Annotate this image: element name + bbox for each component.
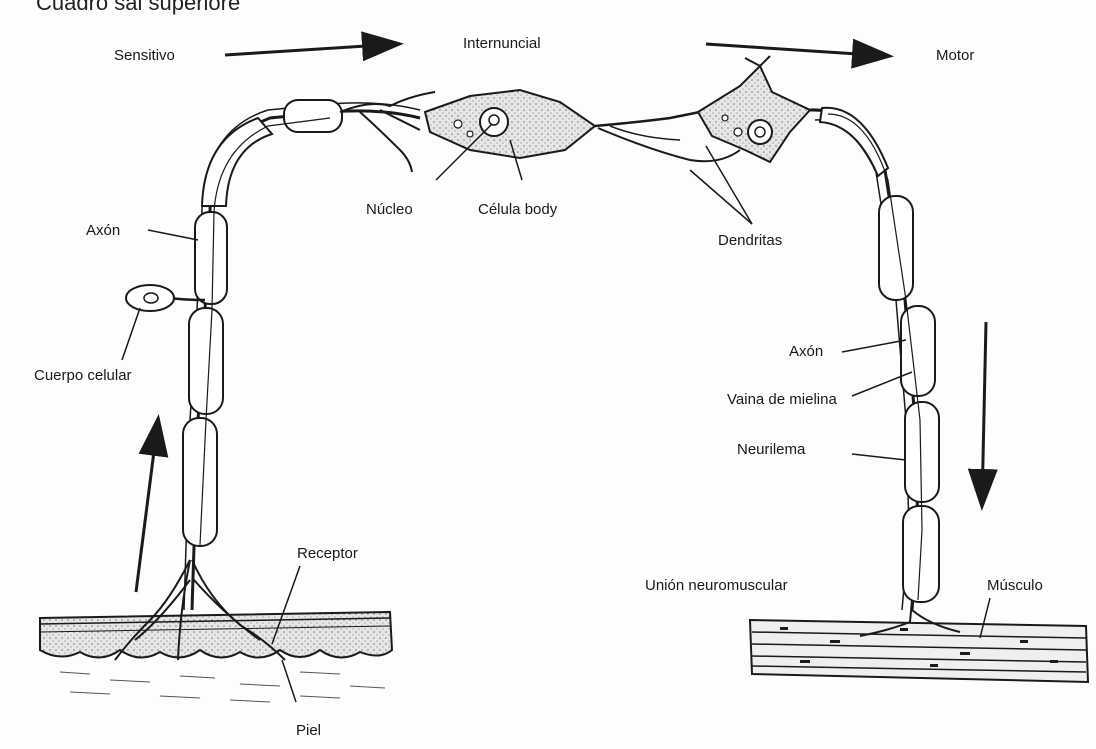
interneuron-cell: [425, 90, 740, 161]
label-vaina-de-mielina: Vaina de mielina: [727, 392, 837, 407]
label-neurilema: Neurilema: [737, 442, 805, 457]
label-sensitivo: Sensitivo: [114, 48, 175, 63]
skin-tissue: [40, 612, 392, 702]
label-receptor: Receptor: [297, 546, 358, 561]
label-dendritas: Dendritas: [718, 233, 782, 248]
arrow-up: [136, 420, 158, 592]
sensory-cell-body: [126, 285, 205, 311]
label-axon-left: Axón: [86, 223, 120, 238]
label-piel: Piel: [296, 723, 321, 738]
label-cuerpo-celular: Cuerpo celular: [34, 368, 132, 383]
arrow-motor: [706, 44, 888, 56]
motor-cell-body: [698, 56, 810, 162]
arrow-sensitivo: [225, 44, 398, 55]
label-motor: Motor: [936, 48, 974, 63]
label-internuncial: Internuncial: [463, 36, 541, 51]
arrow-down: [982, 322, 986, 505]
muscle-tissue: [750, 620, 1088, 682]
label-axon-right: Axón: [789, 344, 823, 359]
label-union-neuromuscular: Unión neuromuscular: [645, 578, 788, 593]
label-celula-body: Célula body: [478, 202, 557, 217]
label-nucleo: Núcleo: [366, 202, 413, 217]
label-musculo: Músculo: [987, 578, 1043, 593]
motor-myelin: [820, 108, 939, 602]
sensory-myelin: [183, 100, 342, 546]
